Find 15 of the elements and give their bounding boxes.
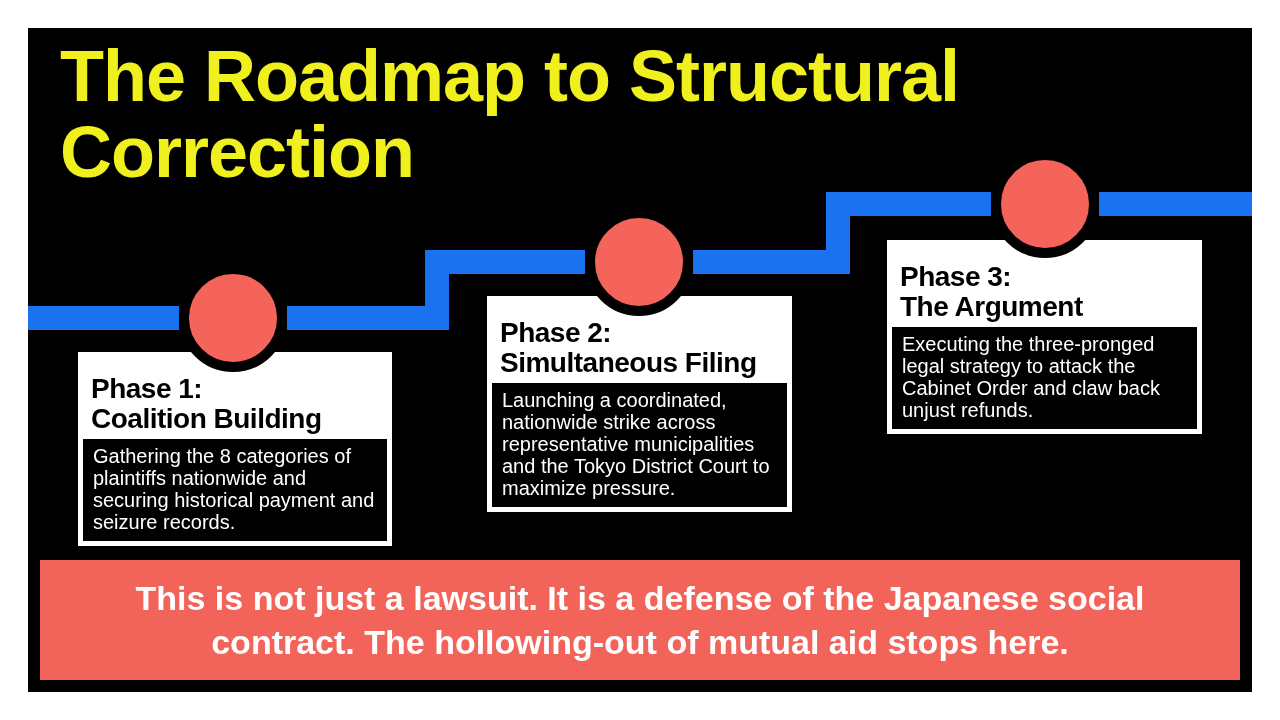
connector-line xyxy=(287,250,585,330)
phase-description: Executing the three-pronged legal strategy to attack the Cabinet Order and claw back unjust refunds. xyxy=(892,327,1197,429)
phase-heading: Phase 3: The Argument xyxy=(899,262,1084,324)
slide-title: The Roadmap to Structural Correction xyxy=(60,38,961,190)
connector-line xyxy=(28,306,179,330)
phase-card xyxy=(78,352,392,546)
closing-banner: This is not just a lawsuit. It is a defense of the Japanese social contract. The hollowing-out of mutual aid stops here. xyxy=(40,560,1240,680)
phase-card xyxy=(487,296,792,512)
phase-description: Launching a coordinated, nationwide strike across representative municipalities and the Tokyo District Court to maximize pressure. xyxy=(492,383,787,507)
phase-description: Gathering the 8 categories of plaintiffs nationwide and securing historical payment and seizure records. xyxy=(83,439,387,541)
phase-heading: Phase 2: Simultaneous Filing xyxy=(499,318,758,380)
phase-card xyxy=(887,240,1202,434)
connector-line xyxy=(1099,192,1252,216)
connector-line xyxy=(693,192,991,274)
phase-heading: Phase 1: Coalition Building xyxy=(90,374,323,436)
